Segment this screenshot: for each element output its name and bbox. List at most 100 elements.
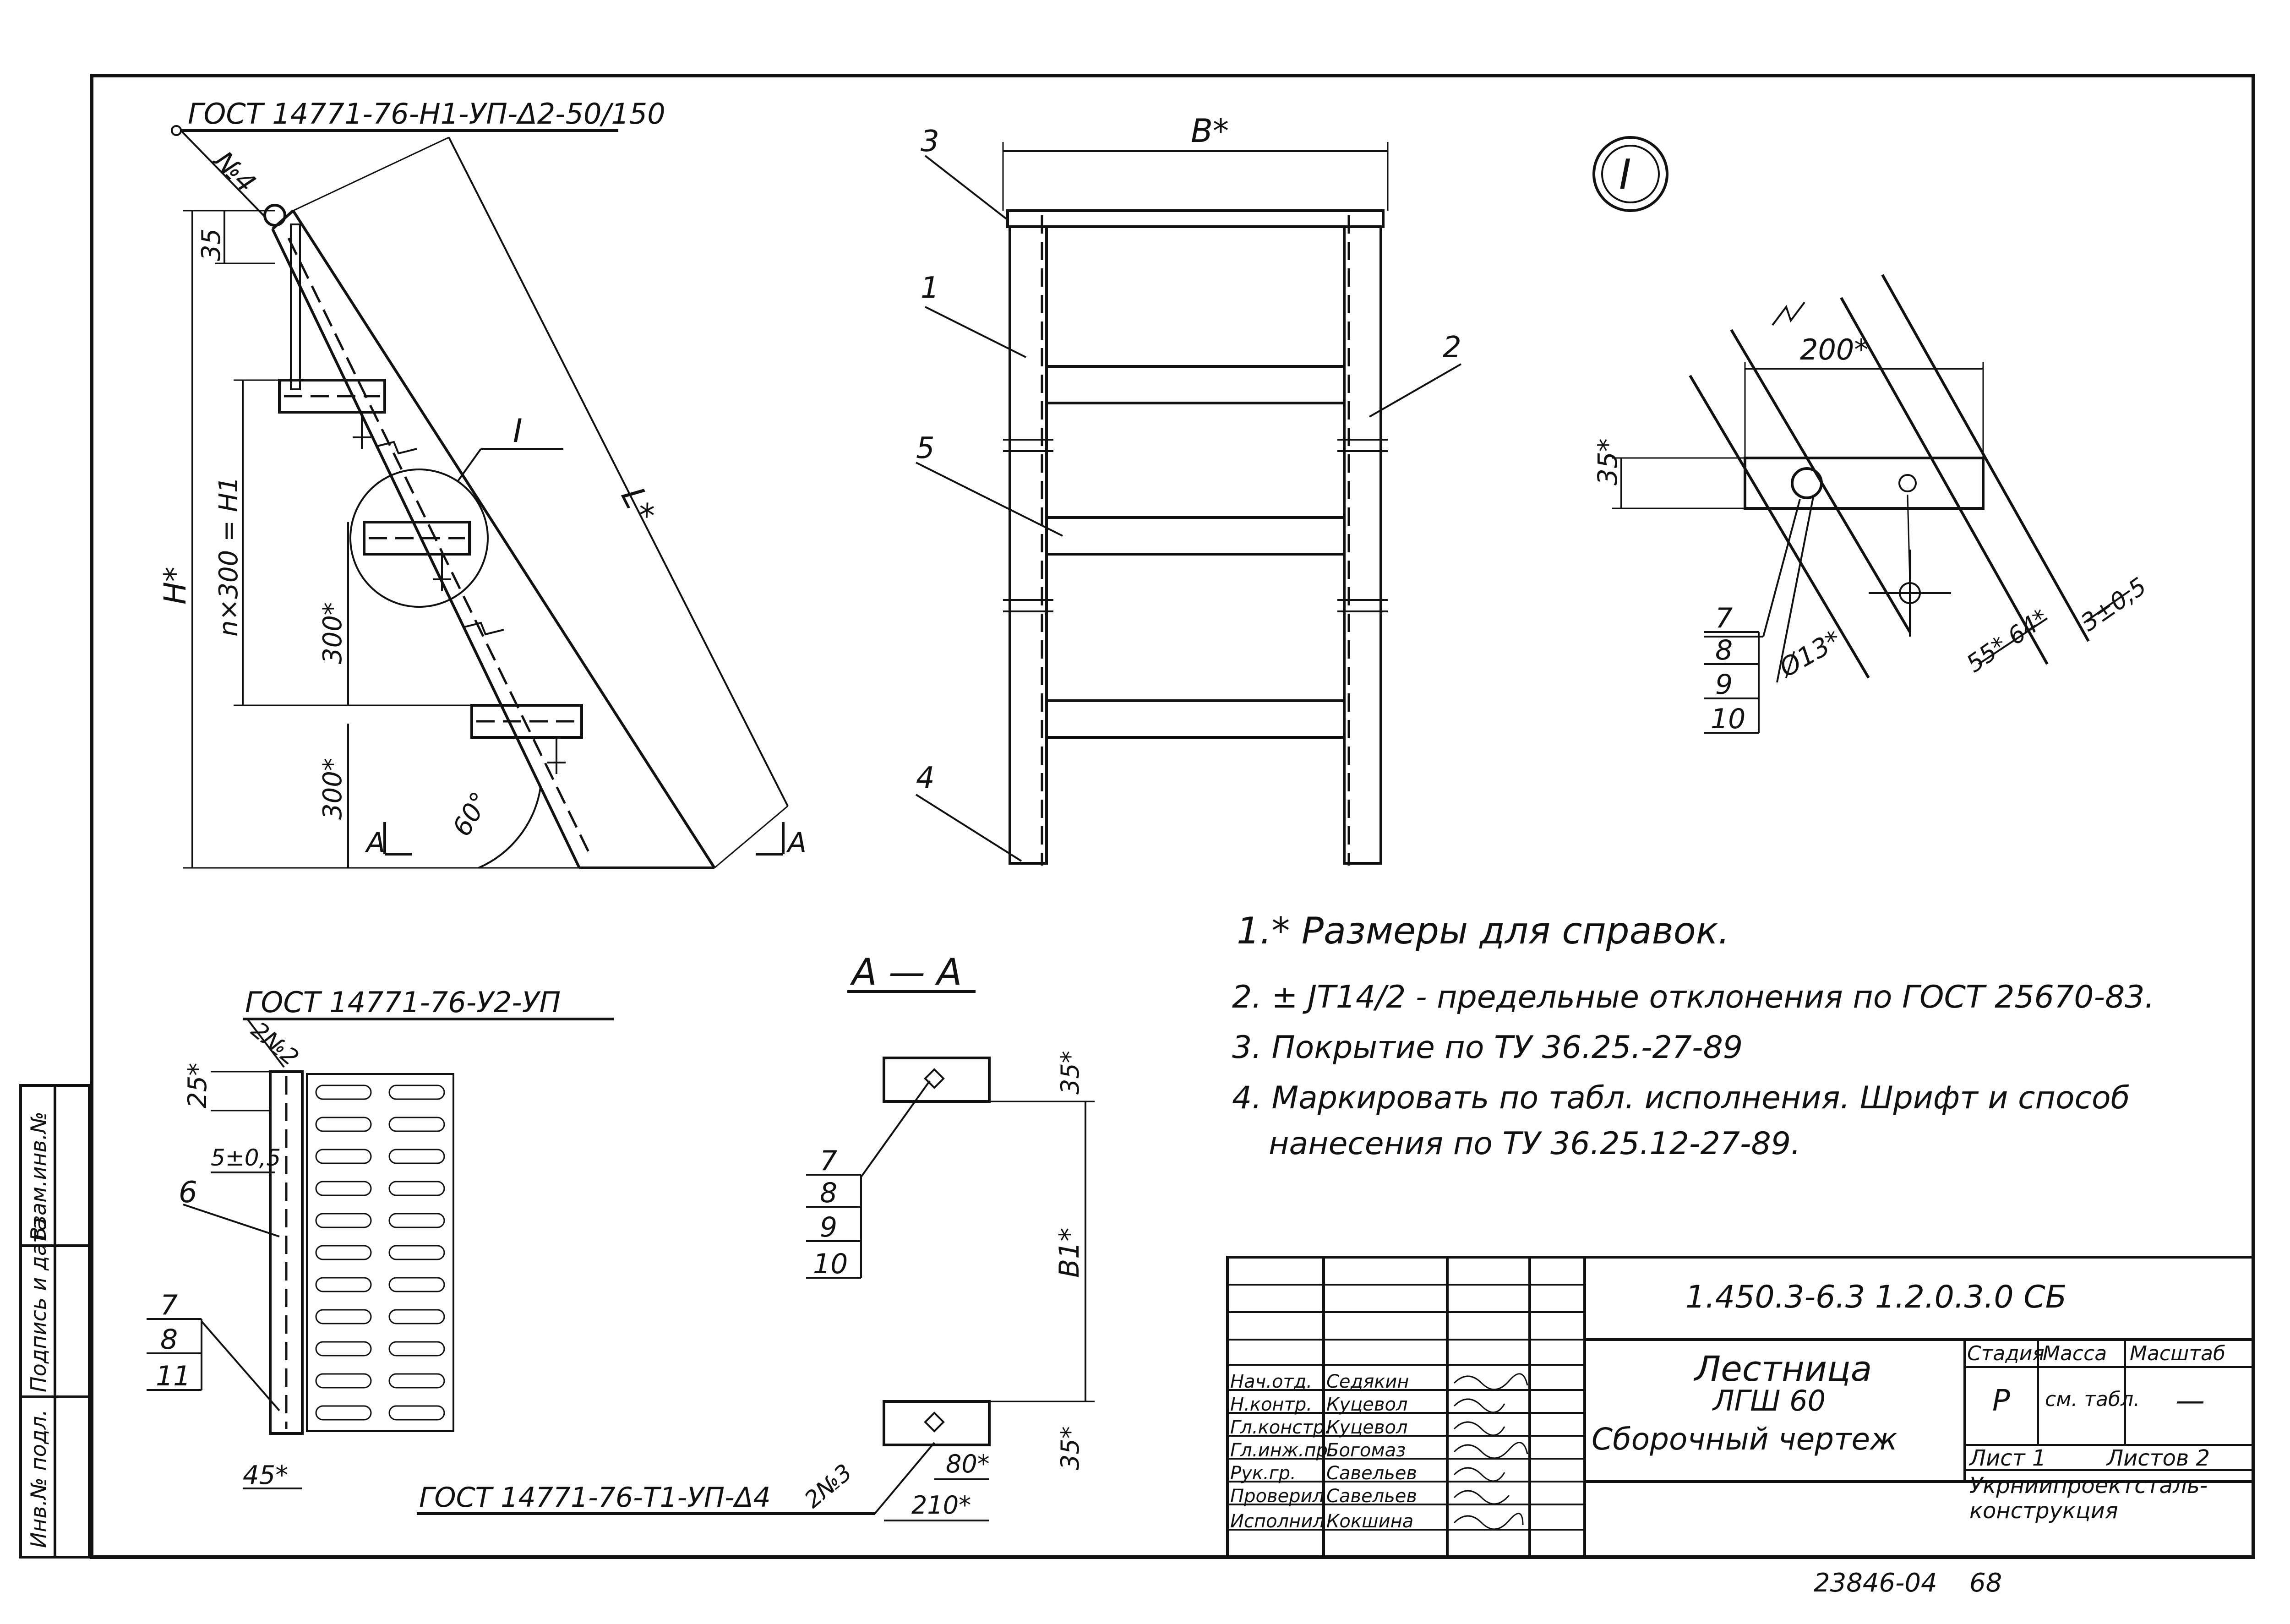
dim-h1: n×300 = H1 (214, 476, 244, 637)
dim-300-lower: 300* (318, 758, 348, 820)
detail-i-view: I 200* 35* Ø13* 55* 64* 3±0,5 (1592, 136, 2152, 735)
dim-b1: B1* (1053, 1228, 1085, 1278)
dim-angle: 60° (447, 787, 496, 841)
section-pos-10: 10 (813, 1248, 848, 1280)
stage-value: Р (1992, 1384, 2010, 1418)
doc-code: 1.450.3-6.3 1.2.0.3.0 СБ (1685, 1279, 2066, 1315)
signer-role: Проверил (1230, 1486, 1324, 1507)
stair-front-view: B* 3 1 5 4 2 (915, 112, 1461, 866)
section-pos-8: 8 (820, 1177, 837, 1209)
dim-210: 210* (911, 1491, 971, 1520)
dim-300-upper: 300* (318, 602, 348, 664)
weld-no4: №4 (207, 144, 262, 199)
org-name-1: Укрниипроектсталь- (1969, 1473, 2208, 1499)
left-pos-11: 11 (156, 1360, 191, 1392)
dim-80: 80* (946, 1450, 990, 1478)
notes-block: 1.* Размеры для справок. 2. ± JT14/2 - п… (1232, 910, 2154, 1162)
signer-role: Рук.гр. (1230, 1463, 1296, 1484)
signer-role: Исполнил (1230, 1511, 1325, 1532)
stair-side-view: ГОСТ 14771-76-Н1-УП-Δ2-50/150 №4 I (158, 97, 807, 869)
gost-weld-top: ГОСТ 14771-76-Н1-УП-Δ2-50/150 (188, 97, 665, 131)
section-mark-left: A (365, 827, 385, 859)
signer-role: Гл.инж.пр. (1230, 1440, 1334, 1461)
signer-name: Савельев (1326, 1486, 1417, 1507)
part-5: 5 (916, 431, 935, 465)
part-2: 2 (1443, 331, 1461, 365)
side-stamp-inv: Инв.№ подл. (26, 1409, 51, 1548)
left-pos-8: 8 (160, 1324, 178, 1356)
signer-name: Седякин (1326, 1371, 1409, 1392)
dim-35: 35 (196, 229, 226, 261)
part-3: 3 (921, 125, 939, 158)
sheet-no: Лист 1 (1968, 1445, 2046, 1471)
detail-pos-10: 10 (1711, 703, 1745, 735)
detail-pos-9: 9 (1715, 669, 1733, 701)
side-stamp-replace: Взам.инв.№ (26, 1112, 51, 1241)
signer-name: Савельев (1326, 1463, 1417, 1484)
dim-55: 55* (1962, 632, 2012, 678)
drawing-name-1: Лестница (1693, 1348, 1872, 1389)
detail-circle-label: I (1619, 151, 1631, 199)
gost-weld-left: ГОСТ 14771-76-У2-УП (245, 986, 561, 1019)
note-4: 4. Маркировать по табл. исполнения. Шриф… (1232, 1080, 2130, 1116)
note-5: нанесения по ТУ 36.25.12-27-89. (1269, 1126, 1801, 1162)
org-name-2: конструкция (1969, 1498, 2118, 1524)
page-number: 68 (1969, 1568, 2002, 1598)
left-position-stack: 7 8 11 (147, 1289, 202, 1392)
signer-role: Н.контр. (1230, 1394, 1312, 1415)
section-aa: A — A B1* 35* 35* 80* 210* 7 8 9 10 (806, 951, 1095, 1521)
mass-value: см. табл. (2045, 1388, 2140, 1411)
dim-h: H* (158, 567, 193, 605)
section-pos-9: 9 (820, 1211, 837, 1243)
dim-35-detail: 35* (1592, 438, 1623, 485)
section-position-stack: 7 8 9 10 (806, 1145, 862, 1280)
part-1: 1 (921, 271, 939, 305)
section-pos-7: 7 (820, 1145, 837, 1177)
section-title: A — A (850, 951, 962, 993)
signers-table: Нач.отд. Седякин Н.контр. Куцевол Гл.кон… (1230, 1371, 1528, 1532)
signer-name: Куцевол (1326, 1417, 1408, 1438)
signer-role: Гл.констр. (1230, 1417, 1330, 1438)
weld-no3: 2№3 (799, 1459, 857, 1513)
scale-value: — (2176, 1384, 2205, 1418)
note-2: 2. ± JT14/2 - предельные отклонения по Г… (1232, 979, 2154, 1015)
hdr-scale: Масштаб (2130, 1342, 2225, 1365)
detail-ref-label: I (513, 412, 523, 450)
dim-5: 5±0,5 (211, 1144, 281, 1171)
hdr-mass: Масса (2043, 1342, 2107, 1365)
signer-name: Куцевол (1326, 1394, 1408, 1415)
left-pos-7: 7 (160, 1289, 178, 1321)
side-stamp: Инв.№ подл. Подпись и дата Взам.инв.№ (19, 1084, 91, 1559)
weld-no2: 2№2 (246, 1017, 304, 1071)
archive-number: 23846-04 (1814, 1568, 1937, 1598)
sheet-frame (90, 74, 2255, 1559)
dim-d13: Ø13* (1774, 625, 1846, 684)
part-6: 6 (179, 1176, 197, 1210)
detail-position-stack: 7 8 9 10 (1704, 602, 1760, 735)
note-3: 3. Покрытие по ТУ 36.25.-27-89 (1232, 1030, 1743, 1066)
title-block: 1.450.3-6.3 1.2.0.3.0 СБ Лестница ЛГШ 60… (1226, 1256, 2255, 1559)
section-mark-right: A (786, 827, 807, 859)
sheets-total: Листов 2 (2106, 1445, 2210, 1471)
dim-35-sec-bot: 35* (1056, 1426, 1085, 1470)
signer-name: Кокшина (1326, 1511, 1413, 1532)
drawing-name-3: Сборочный чертеж (1592, 1422, 1897, 1457)
dim-3: 3±0,5 (2076, 572, 2152, 637)
note-1: 1.* Размеры для справок. (1237, 910, 1729, 952)
detail-pos-8: 8 (1715, 634, 1733, 666)
part-4: 4 (916, 761, 935, 795)
dim-45: 45* (243, 1461, 288, 1490)
dim-35-sec-top: 35* (1056, 1051, 1085, 1095)
drawing-name-2: ЛГШ 60 (1712, 1384, 1826, 1417)
gost-weld-bottom: ГОСТ 14771-76-Т1-УП-Δ4 (419, 1482, 771, 1514)
side-stamp-sign: Подпись и дата (26, 1218, 51, 1392)
detail-pos-7: 7 (1715, 602, 1733, 634)
signer-name: Богомаз (1326, 1440, 1406, 1461)
dim-25: 25* (183, 1063, 213, 1108)
dim-l: L* (614, 481, 663, 528)
signer-role: Нач.отд. (1230, 1371, 1312, 1392)
dim-200: 200* (1800, 333, 1868, 366)
grating-slots (315, 1084, 445, 1421)
dim-b: B* (1191, 112, 1229, 150)
